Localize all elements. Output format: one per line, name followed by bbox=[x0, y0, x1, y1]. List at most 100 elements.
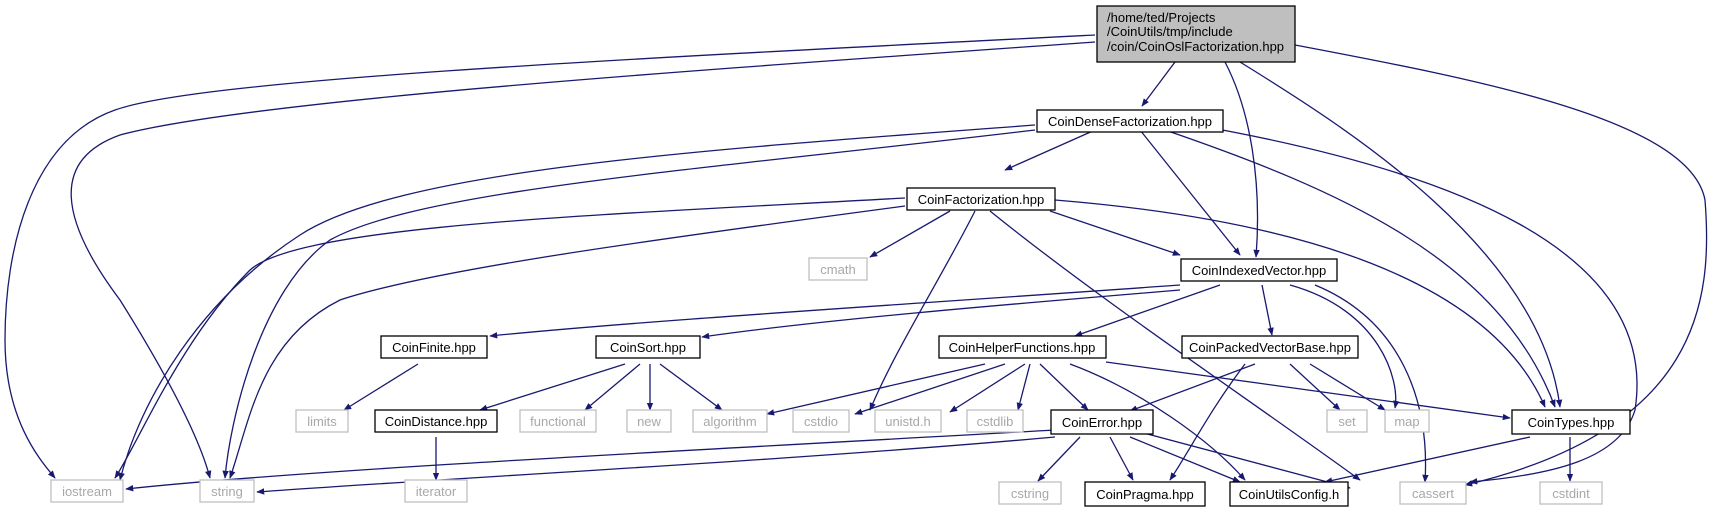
node-cstdint[interactable]: cstdint bbox=[1539, 481, 1603, 505]
node-coin-distance[interactable]: CoinDistance.hpp bbox=[374, 409, 498, 433]
node-label: CoinDistance.hpp bbox=[385, 414, 488, 429]
edge-packed-error bbox=[1129, 363, 1256, 412]
node-label: CoinFinite.hpp bbox=[392, 340, 476, 355]
node-unistd[interactable]: unistd.h bbox=[874, 409, 942, 433]
root-path-line-3: /coin/CoinOslFactorization.hpp bbox=[1107, 39, 1284, 54]
edge-packed-pragma bbox=[1169, 363, 1246, 481]
edge-error-cstring bbox=[1037, 436, 1081, 482]
node-set[interactable]: set bbox=[1326, 409, 1368, 433]
node-coin-utils-config[interactable]: CoinUtilsConfig.h bbox=[1229, 481, 1349, 507]
node-label: set bbox=[1338, 414, 1356, 429]
node-coin-finite[interactable]: CoinFinite.hpp bbox=[380, 335, 488, 359]
node-coin-sort[interactable]: CoinSort.hpp bbox=[595, 335, 701, 359]
node-label: cstdlib bbox=[977, 414, 1014, 429]
edge-helper-algorithm bbox=[766, 363, 986, 416]
node-coin-indexed-vector[interactable]: CoinIndexedVector.hpp bbox=[1180, 258, 1338, 282]
edge-types-config bbox=[1324, 436, 1531, 484]
node-coin-pragma[interactable]: CoinPragma.hpp bbox=[1084, 481, 1206, 507]
node-label: cstdio bbox=[804, 414, 838, 429]
edge-helper-config bbox=[1069, 363, 1246, 481]
node-cstring[interactable]: cstring bbox=[998, 481, 1062, 505]
node-label: functional bbox=[530, 414, 586, 429]
edge-dense-types bbox=[1164, 129, 1556, 408]
edge-error-config bbox=[1129, 436, 1241, 483]
node-label: iterator bbox=[416, 484, 457, 499]
edge-error-cassert bbox=[1139, 431, 1351, 490]
node-cstdio[interactable]: cstdio bbox=[792, 409, 850, 433]
node-algorithm[interactable]: algorithm bbox=[692, 409, 768, 433]
node-label: iostream bbox=[62, 484, 112, 499]
node-label: CoinHelperFunctions.hpp bbox=[949, 340, 1096, 355]
node-label: string bbox=[211, 484, 243, 499]
node-label: cmath bbox=[820, 262, 855, 277]
edge-error-pragma bbox=[1109, 436, 1134, 481]
node-functional[interactable]: functional bbox=[519, 409, 597, 433]
edge-root-types bbox=[1239, 61, 1563, 408]
root-path-line-2: /CoinUtils/tmp/include bbox=[1107, 24, 1233, 39]
node-label: map bbox=[1394, 414, 1419, 429]
edge-fact-iostream bbox=[114, 197, 906, 479]
node-label: cassert bbox=[1412, 486, 1454, 501]
node-label: CoinFactorization.hpp bbox=[918, 192, 1044, 207]
edge-root-string bbox=[70, 41, 1096, 479]
node-iterator[interactable]: iterator bbox=[404, 479, 468, 503]
node-label: CoinUtilsConfig.h bbox=[1239, 487, 1339, 502]
node-label: cstring bbox=[1011, 486, 1049, 501]
edge-fact-cassert bbox=[989, 210, 1361, 481]
edge-sort-algorithm bbox=[659, 363, 723, 411]
node-label: cstdint bbox=[1552, 486, 1590, 501]
node-coin-factorization[interactable]: CoinFactorization.hpp bbox=[906, 187, 1056, 211]
node-label: unistd.h bbox=[885, 414, 931, 429]
node-coin-packed-vector-base[interactable]: CoinPackedVectorBase.hpp bbox=[1181, 335, 1359, 359]
node-label: CoinTypes.hpp bbox=[1528, 415, 1615, 430]
node-map[interactable]: map bbox=[1384, 409, 1430, 433]
edge-error-iostream bbox=[125, 429, 1056, 492]
edge-fact-cstdio bbox=[869, 210, 976, 411]
node-iostream[interactable]: iostream bbox=[50, 479, 124, 503]
edge-dense-fact bbox=[1004, 129, 1096, 171]
node-label: CoinError.hpp bbox=[1062, 415, 1142, 430]
edge-dense-iostream bbox=[118, 124, 1036, 481]
node-label: CoinIndexedVector.hpp bbox=[1192, 263, 1326, 278]
edge-fact-types bbox=[1054, 199, 1546, 408]
edge-fact-cmath bbox=[869, 210, 951, 258]
node-limits[interactable]: limits bbox=[295, 409, 349, 433]
edge-indexed-sort bbox=[701, 289, 1181, 340]
node-cstdlib[interactable]: cstdlib bbox=[966, 409, 1024, 433]
nodes: /home/ted/Projects /CoinUtils/tmp/includ… bbox=[50, 5, 1631, 507]
edge-error-string bbox=[256, 436, 1056, 495]
node-coin-error[interactable]: CoinError.hpp bbox=[1050, 409, 1154, 435]
node-cmath[interactable]: cmath bbox=[808, 257, 868, 281]
edge-sort-functional bbox=[584, 363, 641, 411]
node-coin-dense-factorization[interactable]: CoinDenseFactorization.hpp bbox=[1036, 109, 1224, 133]
node-label: new bbox=[637, 414, 661, 429]
node-string[interactable]: string bbox=[199, 479, 255, 503]
edge-dense-cassert bbox=[1194, 124, 1638, 485]
edge-helper-types bbox=[1105, 361, 1511, 421]
node-new[interactable]: new bbox=[626, 409, 672, 433]
edge-helper-error bbox=[1039, 363, 1089, 411]
node-label: limits bbox=[307, 414, 337, 429]
node-label: CoinPragma.hpp bbox=[1096, 487, 1194, 502]
edges bbox=[4, 34, 1708, 495]
edge-helper-cstdlib bbox=[1016, 363, 1031, 411]
edge-root-dense bbox=[1141, 61, 1176, 107]
edge-indexed-map bbox=[1289, 284, 1400, 409]
edge-indexed-finite bbox=[489, 284, 1181, 339]
node-label: CoinSort.hpp bbox=[610, 340, 686, 355]
node-root-file[interactable]: /home/ted/Projects /CoinUtils/tmp/includ… bbox=[1096, 5, 1296, 63]
node-label: algorithm bbox=[703, 414, 756, 429]
edge-fact-indexed bbox=[1049, 210, 1181, 256]
node-coin-helper-functions[interactable]: CoinHelperFunctions.hpp bbox=[938, 335, 1107, 359]
edge-packed-map bbox=[1309, 363, 1386, 411]
edge-packed-set bbox=[1289, 363, 1341, 411]
edge-helper-unistd bbox=[949, 363, 1026, 413]
edge-dense-string bbox=[222, 129, 1036, 479]
edge-dense-indexed bbox=[1139, 129, 1241, 256]
node-coin-types[interactable]: CoinTypes.hpp bbox=[1511, 409, 1631, 435]
edge-fact-string bbox=[229, 205, 906, 479]
edge-helper-cstdio bbox=[854, 363, 1006, 415]
node-cassert[interactable]: cassert bbox=[1399, 481, 1467, 505]
node-label: CoinDenseFactorization.hpp bbox=[1048, 114, 1212, 129]
